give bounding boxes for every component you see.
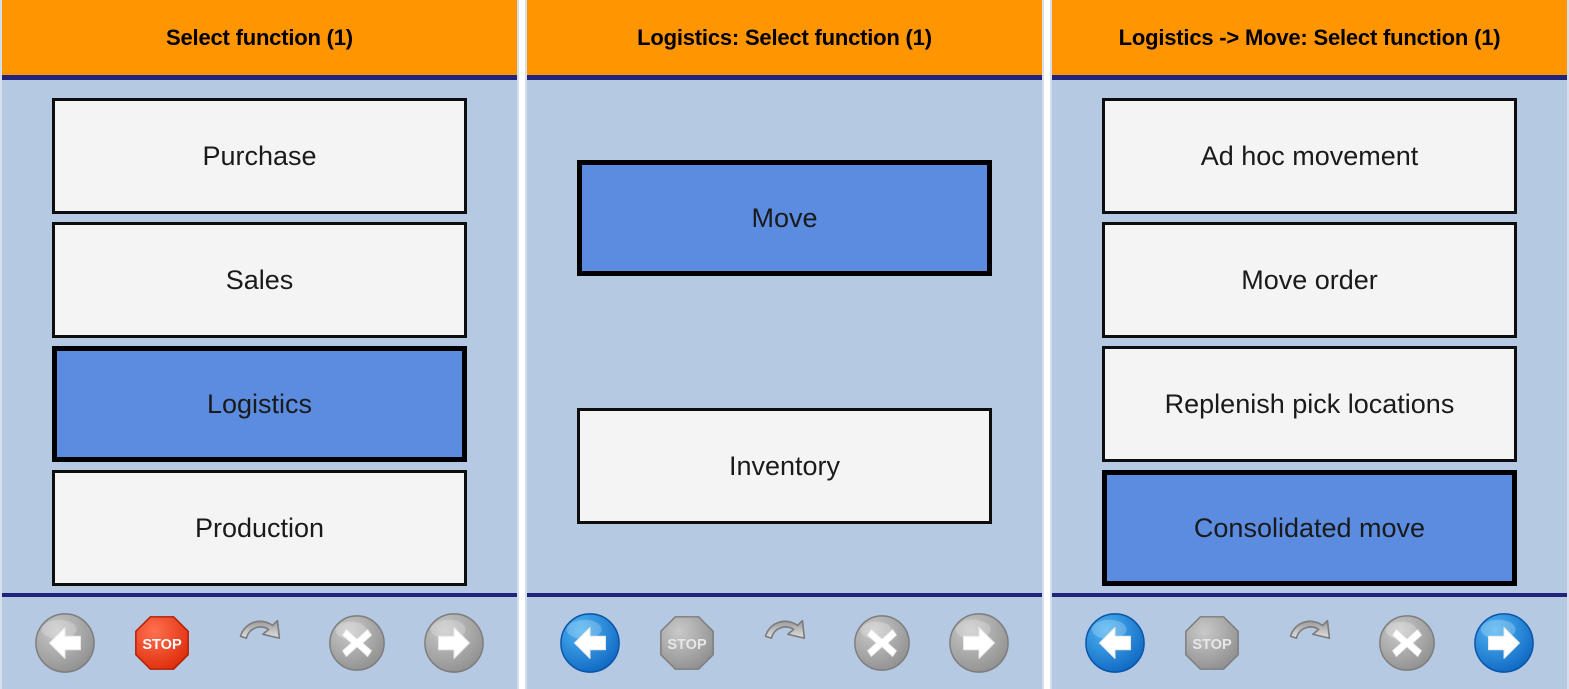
function-button-label: Ad hoc movement [1200,140,1419,171]
forward-button [421,610,487,676]
stop-button: STOP [654,610,720,676]
function-button[interactable]: Sales [52,222,467,338]
function-button-label: Production [194,512,325,543]
stop-button: STOP [1179,610,1245,676]
function-button-label: Consolidated move [1193,512,1426,543]
cancel-button [1374,610,1440,676]
panel-header: Logistics -> Move: Select function (1) [1052,0,1567,80]
bottom-toolbar: STOP [1052,597,1567,689]
back-button[interactable] [1082,610,1148,676]
close-circle-icon [325,611,389,675]
svg-text:STOP: STOP [667,637,707,653]
arrow-left-icon [1083,611,1147,675]
cancel-button [849,610,915,676]
bottom-toolbar: STOP [2,597,517,689]
function-button[interactable]: Move [577,160,992,276]
function-button-label: Move [751,202,818,233]
refresh-icon [752,611,816,675]
function-button-label: Purchase [202,140,317,171]
bottom-toolbar: STOP [527,597,1042,689]
back-button[interactable] [557,610,623,676]
function-button[interactable]: Production [52,470,467,586]
refresh-icon [227,611,291,675]
refresh-button [751,610,817,676]
panel-divider [519,0,525,689]
page-title: Logistics: Select function (1) [637,24,932,50]
function-button[interactable]: Ad hoc movement [1102,98,1517,214]
panel-divider [1044,0,1050,689]
panel-header: Select function (1) [2,0,517,80]
refresh-button [226,610,292,676]
forward-button [946,610,1012,676]
arrow-right-icon [1472,611,1536,675]
function-button-label: Replenish pick locations [1164,388,1455,419]
function-button[interactable]: Consolidated move [1102,470,1517,586]
arrow-right-icon [947,611,1011,675]
function-button-label: Inventory [728,450,841,481]
function-button[interactable]: Purchase [52,98,467,214]
svg-text:STOP: STOP [142,637,182,653]
cancel-button [324,610,390,676]
arrow-right-icon [422,611,486,675]
panel-select-function-3: Logistics -> Move: Select function (1) A… [1050,0,1569,689]
stop-icon: STOP [1180,611,1244,675]
stop-icon: STOP [130,611,194,675]
close-circle-icon [850,611,914,675]
arrow-left-icon [558,611,622,675]
function-button-label: Sales [225,264,294,295]
close-circle-icon [1375,611,1439,675]
function-button[interactable]: Move order [1102,222,1517,338]
back-button [32,610,98,676]
function-button-label: Logistics [206,388,313,419]
arrow-left-icon [33,611,97,675]
function-button-label: Move order [1241,264,1378,295]
function-button[interactable]: Inventory [577,408,992,524]
page-title: Select function (1) [166,24,353,50]
refresh-button [1276,610,1342,676]
page-title: Logistics -> Move: Select function (1) [1118,24,1501,50]
forward-button[interactable] [1471,610,1537,676]
function-button[interactable]: Replenish pick locations [1102,346,1517,462]
stop-icon: STOP [655,611,719,675]
panel-header: Logistics: Select function (1) [527,0,1042,80]
refresh-icon [1277,611,1341,675]
svg-text:STOP: STOP [1192,637,1232,653]
stop-button[interactable]: STOP [129,610,195,676]
function-button[interactable]: Logistics [52,346,467,462]
